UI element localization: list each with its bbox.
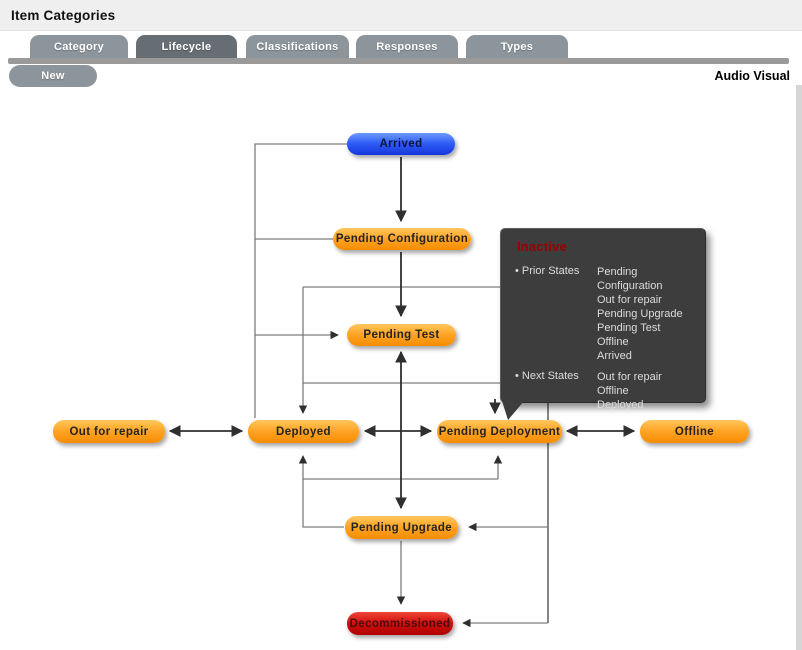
tab-category[interactable]: Category [30, 35, 128, 58]
prior-states-list: Pending Configuration Out for repair Pen… [597, 265, 697, 363]
tab-types[interactable]: Types [466, 35, 568, 58]
tab-responses[interactable]: Responses [356, 35, 458, 58]
next-states-label: Next States [515, 370, 597, 412]
page-title: Item Categories [11, 7, 116, 23]
prior-state-item: Pending Configuration [597, 266, 663, 292]
tab-bar: Category Lifecycle Classifications Respo… [0, 32, 802, 58]
next-state-item: Deployed [597, 399, 644, 411]
state-tooltip: Inactive Prior States Pending Configurat… [500, 228, 706, 420]
state-node-pending-upgrade[interactable]: Pending Upgrade [345, 516, 458, 539]
state-node-pending-deployment[interactable]: Pending Deployment [437, 420, 562, 443]
state-node-deployed[interactable]: Deployed [248, 420, 359, 443]
tooltip-prior-states-row: Prior States Pending Configuration Out f… [515, 265, 697, 363]
prior-state-item: Pending Upgrade [597, 308, 683, 320]
category-name-label: Audio Visual [714, 69, 790, 83]
content-right-border [796, 85, 802, 650]
prior-states-label: Prior States [515, 265, 597, 363]
title-bar: Item Categories [0, 0, 802, 31]
state-node-offline[interactable]: Offline [640, 420, 749, 443]
tooltip-tail [502, 401, 524, 420]
new-button[interactable]: New [9, 65, 97, 87]
state-node-pending-test[interactable]: Pending Test [347, 324, 456, 346]
prior-state-item: Out for repair [597, 294, 662, 306]
next-states-list: Out for repair Offline Deployed [597, 370, 662, 412]
prior-state-item: Offline [597, 336, 629, 348]
state-node-pending-configuration[interactable]: Pending Configuration [333, 228, 471, 250]
tab-underline-bar [8, 58, 789, 64]
prior-state-item: Pending Test [597, 322, 661, 334]
state-node-decommissioned[interactable]: Decommissioned [347, 612, 453, 635]
tab-classifications[interactable]: Classifications [246, 35, 349, 58]
next-state-item: Out for repair [597, 371, 662, 383]
prior-state-item: Arrived [597, 350, 632, 362]
next-state-item: Offline [597, 385, 629, 397]
tab-lifecycle[interactable]: Lifecycle [136, 35, 237, 58]
state-node-out-for-repair[interactable]: Out for repair [53, 420, 165, 443]
state-node-arrived[interactable]: Arrived [347, 133, 455, 155]
tooltip-title: Inactive [517, 239, 568, 254]
tooltip-next-states-row: Next States Out for repair Offline Deplo… [515, 370, 697, 412]
